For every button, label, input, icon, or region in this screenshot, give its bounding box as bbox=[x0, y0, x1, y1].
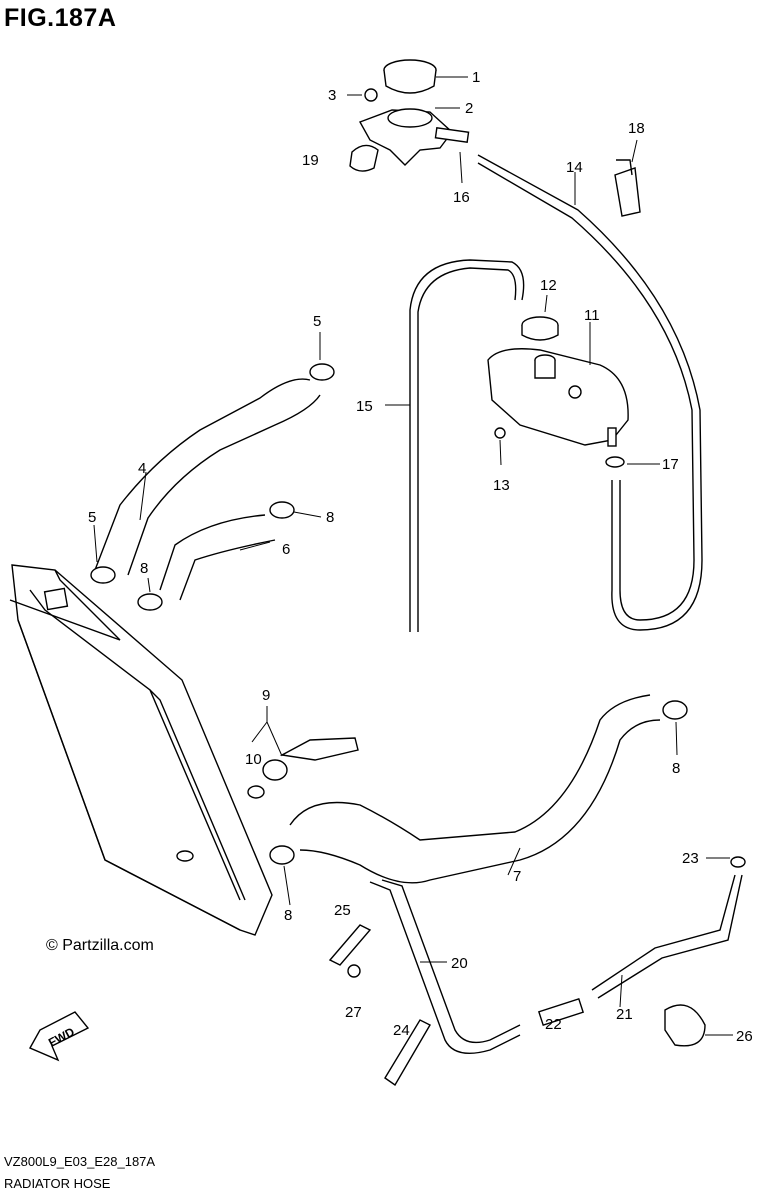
figure-subtitle: RADIATOR HOSE bbox=[4, 1176, 111, 1191]
callout-8b: 8 bbox=[140, 560, 148, 577]
callout-26: 26 bbox=[736, 1028, 753, 1045]
callout-8a: 8 bbox=[326, 509, 334, 526]
radiator bbox=[9, 564, 273, 936]
callout-24: 24 bbox=[393, 1022, 410, 1039]
upper-hose bbox=[94, 378, 311, 571]
clamp-23 bbox=[730, 856, 746, 868]
clamp-8b bbox=[137, 593, 163, 611]
clamp-8d bbox=[269, 845, 295, 865]
callout-17: 17 bbox=[662, 456, 679, 473]
callout-12: 12 bbox=[540, 277, 557, 294]
callout-25: 25 bbox=[334, 902, 351, 919]
lower-hose bbox=[289, 694, 651, 841]
callout-11: 11 bbox=[584, 307, 600, 324]
callout-27: 27 bbox=[345, 1004, 362, 1021]
filler-neck bbox=[349, 88, 470, 172]
callout-14: 14 bbox=[566, 159, 583, 176]
overflow-hose-inner bbox=[417, 267, 517, 632]
callout-15: 15 bbox=[356, 398, 373, 415]
callout-19: 19 bbox=[302, 152, 319, 169]
clamp-5b bbox=[90, 566, 116, 584]
fwd-arrow: FWD bbox=[29, 1011, 90, 1062]
callout-5a: 5 bbox=[313, 313, 321, 330]
clamp-17 bbox=[605, 456, 625, 468]
bypass-hose bbox=[369, 881, 521, 1054]
clamp-8a bbox=[269, 501, 295, 519]
vent-hose bbox=[477, 154, 703, 631]
bolt-27 bbox=[347, 964, 361, 978]
callout-9: 9 bbox=[262, 687, 270, 704]
callout-2: 2 bbox=[465, 100, 473, 117]
reservoir-tank bbox=[487, 316, 629, 447]
water-pipe bbox=[591, 874, 736, 991]
bracket-25 bbox=[328, 924, 372, 966]
callout-20: 20 bbox=[451, 955, 468, 972]
clamp-8c bbox=[662, 700, 688, 720]
copyright-notice: © Partzilla.com bbox=[46, 937, 154, 954]
callout-4: 4 bbox=[138, 460, 146, 477]
callout-8c: 8 bbox=[672, 760, 680, 777]
figure-code: VZ800L9_E03_E28_187A bbox=[4, 1154, 156, 1169]
radiator-cap bbox=[383, 59, 437, 94]
thermo-switch bbox=[247, 737, 359, 799]
callout-23: 23 bbox=[682, 850, 699, 867]
figure-title: FIG.187A bbox=[4, 4, 117, 32]
clamp-26 bbox=[664, 1004, 706, 1047]
callout-5b: 5 bbox=[88, 509, 96, 526]
callout-21: 21 bbox=[616, 1006, 633, 1023]
callout-1: 1 bbox=[472, 69, 480, 86]
bracket-24 bbox=[384, 1019, 431, 1087]
joint-pipe bbox=[537, 997, 585, 1027]
callout-8d: 8 bbox=[284, 907, 292, 924]
clamp-5a bbox=[309, 363, 335, 381]
overflow-hose bbox=[409, 259, 525, 632]
callouts: 1 2 3 4 5 5 6 7 8 8 8 8 9 10 11 12 13 14… bbox=[88, 69, 753, 1045]
callout-10: 10 bbox=[245, 751, 262, 768]
callout-22: 22 bbox=[545, 1016, 562, 1033]
callout-7: 7 bbox=[513, 868, 521, 885]
callout-18: 18 bbox=[628, 120, 645, 137]
callout-3: 3 bbox=[328, 87, 336, 104]
leader-lines bbox=[93, 76, 733, 1036]
middle-hose bbox=[159, 514, 266, 591]
vent-hose-inner bbox=[477, 162, 695, 621]
callout-6: 6 bbox=[282, 541, 290, 558]
callout-13: 13 bbox=[493, 477, 510, 494]
callout-16: 16 bbox=[453, 189, 470, 206]
clamp-18 bbox=[614, 167, 641, 217]
